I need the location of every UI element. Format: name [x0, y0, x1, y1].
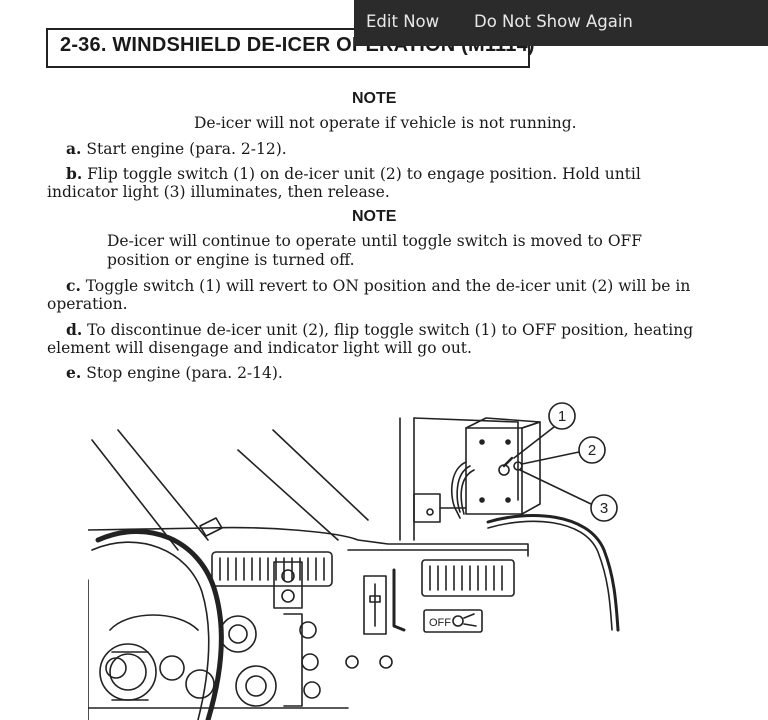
- center-vent: [211, 551, 333, 587]
- step-e: e. Stop engine (para. 2-14).: [66, 363, 283, 383]
- step-letter: a.: [66, 139, 82, 158]
- note-text: De-icer will not operate if vehicle is n…: [194, 114, 577, 132]
- instrument-cluster: [88, 561, 393, 720]
- callout-number: 2: [588, 442, 596, 459]
- step-text: Start engine (para. 2-12).: [86, 140, 287, 158]
- callout-number: 3: [600, 500, 608, 517]
- off-label: OFF: [429, 617, 451, 629]
- step-text-cont: element will disengage and indicator lig…: [47, 339, 472, 357]
- horn-icon: [105, 657, 127, 679]
- callout-2: 2: [521, 436, 606, 465]
- step-c: c. Toggle switch (1) will revert to ON p…: [66, 276, 690, 296]
- windshield-line: [91, 439, 179, 551]
- off-switch: OFF: [423, 609, 483, 633]
- step-text-cont: indicator light (3) illuminates, then re…: [47, 183, 390, 201]
- climate-control-panel: [363, 568, 406, 635]
- toggle-switch: [498, 456, 514, 476]
- step-letter: c.: [66, 276, 81, 295]
- step-d: d. To discontinue de-icer unit (2), flip…: [66, 320, 693, 340]
- dashboard-illustration: 1 2 3 OFF: [88, 402, 620, 720]
- step-text: Toggle switch (1) will revert to ON posi…: [85, 277, 691, 295]
- note-heading: NOTE: [352, 208, 397, 225]
- step-text-cont: operation.: [47, 295, 128, 313]
- note-heading: NOTE: [352, 90, 397, 107]
- step-letter: d.: [66, 320, 83, 339]
- right-vent: [421, 559, 515, 597]
- section-title-box: [46, 28, 530, 68]
- callout-1: 1: [513, 402, 576, 459]
- note-text: De-icer will continue to operate until t…: [107, 232, 643, 250]
- step-letter: b.: [66, 164, 83, 183]
- step-letter: e.: [66, 363, 82, 382]
- step-text: Stop engine (para. 2-14).: [86, 364, 283, 382]
- power-cable: [486, 513, 620, 632]
- indicator-light: [513, 461, 523, 471]
- step-a: a. Start engine (para. 2-12).: [66, 139, 287, 159]
- note-text-cont: position or engine is turned off.: [107, 251, 355, 269]
- steering-wheel: [91, 529, 224, 720]
- step-text: Flip toggle switch (1) on de-icer unit (…: [87, 165, 641, 183]
- callout-number: 1: [558, 408, 566, 425]
- callout-3: 3: [519, 469, 618, 522]
- step-text: To discontinue de-icer unit (2), flip to…: [87, 321, 694, 339]
- step-b: b. Flip toggle switch (1) on de-icer uni…: [66, 164, 641, 184]
- edit-toast-bar: Edit Now Do Not Show Again: [354, 0, 768, 46]
- do-not-show-again-button[interactable]: Do Not Show Again: [474, 12, 633, 31]
- edit-now-button[interactable]: Edit Now: [366, 12, 440, 31]
